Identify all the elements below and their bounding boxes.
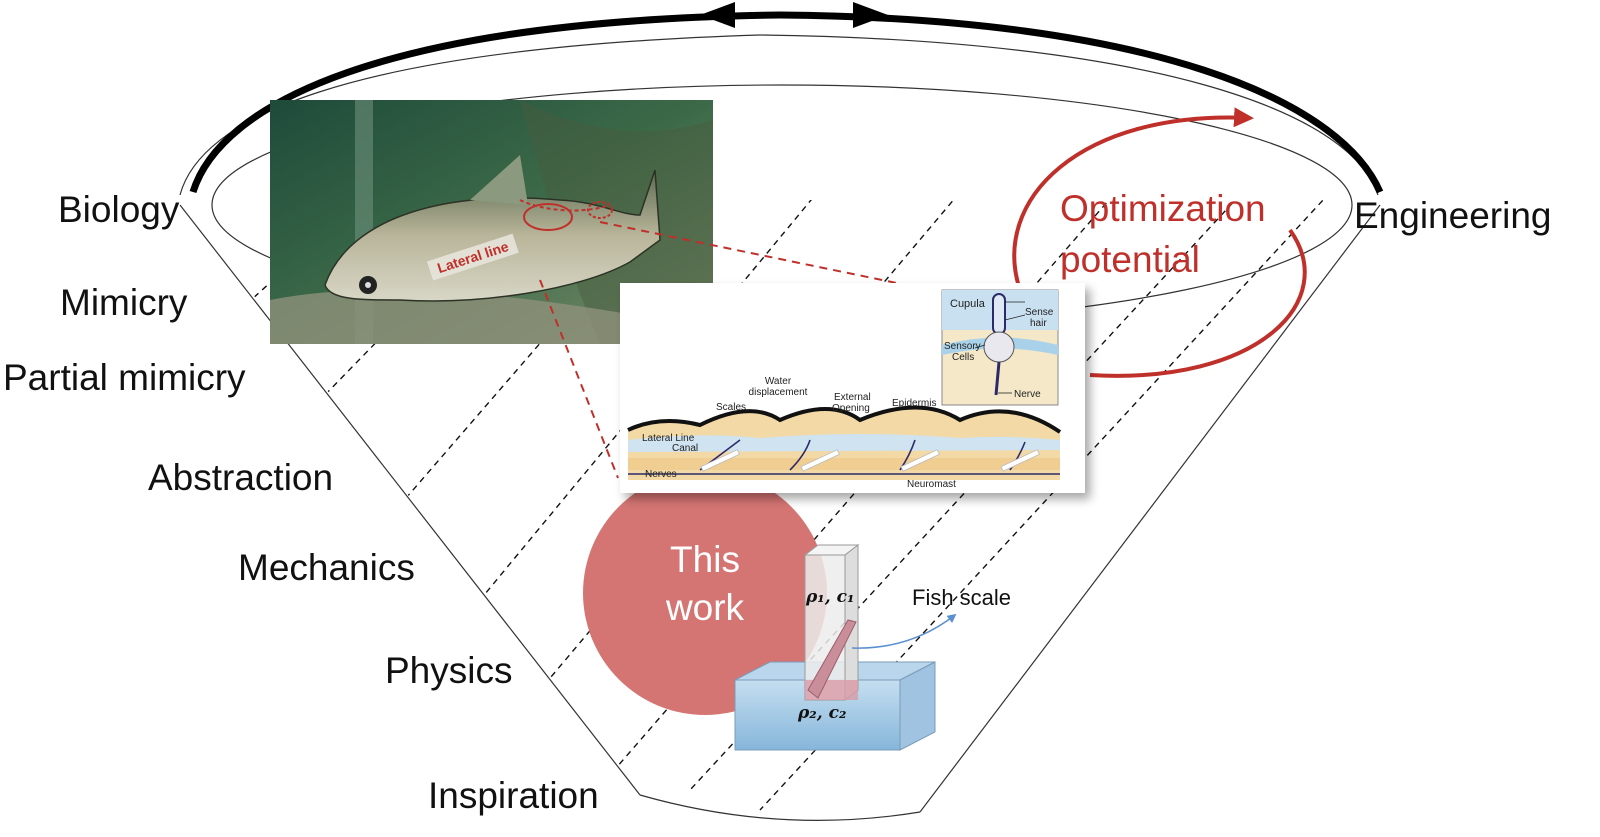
sense-hair-label-1: Sense bbox=[1025, 307, 1054, 318]
sense-hair-label-2: hair bbox=[1030, 318, 1047, 329]
level-label-biology: Biology bbox=[58, 189, 180, 230]
zoom-connectors bbox=[539, 221, 956, 479]
neuromast-label: Neuromast bbox=[907, 479, 956, 490]
lateral-line-canal-label-2: Canal bbox=[672, 443, 698, 454]
water-displacement-label-1: Water bbox=[765, 376, 792, 387]
level-label-mechanics: Mechanics bbox=[238, 547, 415, 588]
optimization-label-line1: Optimization bbox=[1060, 188, 1266, 229]
fish-body-icon bbox=[324, 169, 661, 302]
level-label-physics: Physics bbox=[385, 650, 512, 691]
fish-scale-label: Fish scale bbox=[912, 585, 1011, 610]
level-label-inspiration: Inspiration bbox=[428, 775, 599, 816]
level-label-partial-mimicry: Partial mimicry bbox=[3, 357, 246, 398]
lateral-line-schematic: Cupula Sense hair Sensory Cells Nerve Wa… bbox=[620, 283, 1085, 493]
lateral-line-canal-label-1: Lateral Line bbox=[642, 433, 695, 444]
rho2-label: ρ₂, c₂ bbox=[797, 703, 846, 723]
scales-label: Scales bbox=[716, 402, 746, 413]
level-label-mimicry: Mimicry bbox=[60, 282, 188, 323]
epidermis-label: Epidermis bbox=[892, 398, 936, 409]
cupula-label: Cupula bbox=[950, 298, 986, 310]
this-work-line1: This bbox=[670, 539, 740, 580]
optimization-loop bbox=[1012, 107, 1307, 378]
physical-model: ρ₁, c₁ ρ₂, c₂ Fish scale bbox=[734, 543, 1011, 751]
fish-scale-plate bbox=[807, 619, 857, 699]
nerves-label: Nerves bbox=[645, 469, 677, 480]
biology-engineering-arc bbox=[189, 2, 1384, 194]
this-work-line2: work bbox=[665, 587, 745, 628]
sensory-cells-label-1: Sensory bbox=[944, 341, 981, 352]
optimization-label-line2: potential bbox=[1060, 239, 1200, 280]
external-opening-label-1: External bbox=[834, 392, 871, 403]
external-opening-label-2: Opening bbox=[832, 403, 870, 414]
rho1-label: ρ₁, c₁ bbox=[805, 587, 854, 607]
this-work-circle: This work bbox=[583, 471, 827, 715]
sensory-cells-label-2: Cells bbox=[952, 352, 974, 363]
right-arrowhead-icon bbox=[853, 2, 888, 28]
engineering-label: Engineering bbox=[1354, 195, 1551, 236]
water-displacement-label-2: displacement bbox=[749, 387, 808, 398]
nerve-label: Nerve bbox=[1014, 389, 1041, 400]
level-label-abstraction: Abstraction bbox=[148, 457, 333, 498]
left-arrowhead-icon bbox=[700, 2, 735, 28]
